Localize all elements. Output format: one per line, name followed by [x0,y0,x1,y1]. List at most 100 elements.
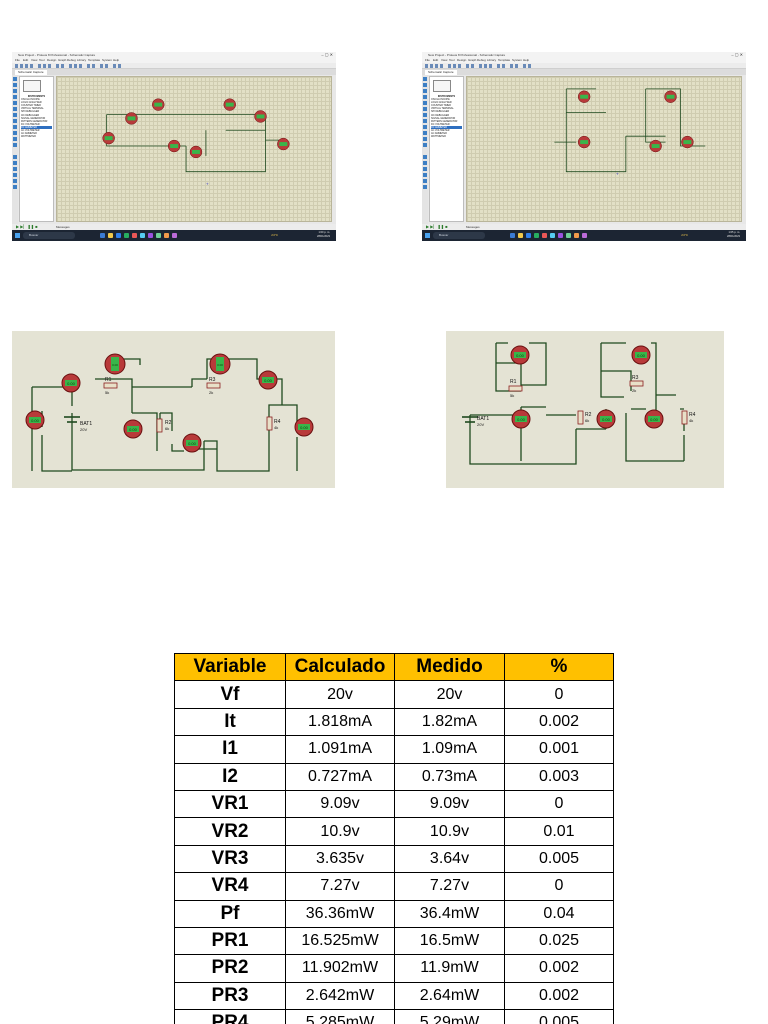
ammeter-icon[interactable]: 0.00 [182,433,202,453]
menu-system[interactable]: System [512,58,523,62]
list-item[interactable]: DC VOLTMETER [431,122,450,126]
list-item[interactable]: WATTMETER [21,135,36,139]
resistor-r1[interactable]: R1 5k [508,379,523,398]
menu-view[interactable]: View [441,58,448,62]
arc-tool-icon[interactable] [13,173,17,177]
box-tool-icon[interactable] [423,161,427,165]
circle-tool-icon[interactable] [13,167,17,171]
cut-icon[interactable] [38,64,41,68]
list-item[interactable]: DC VOLTMETER [21,122,40,126]
taskbar-app-icon[interactable] [582,233,587,238]
circle-tool-icon[interactable] [423,167,427,171]
menu-design[interactable]: Design [47,58,57,62]
list-item[interactable]: COUNTER TIMER [21,104,41,108]
copy-icon[interactable] [453,64,456,68]
taskbar-weather[interactable]: 24°C [271,233,278,237]
probe-tool-icon[interactable] [423,137,427,141]
label-tool-icon[interactable] [423,95,427,99]
menu-template[interactable]: Template [88,58,101,62]
window-controls-icon[interactable]: – ▢ ✕ [731,52,743,57]
menu-view[interactable]: View [31,58,38,62]
taskbar-app-icon[interactable] [172,233,177,238]
list-item[interactable]: WATTMETER [431,135,446,139]
ammeter-icon[interactable]: 0.00 [631,345,651,365]
simulation-controls-icon[interactable]: ▶ ▶▏ ❚❚ ■ [426,224,448,229]
ammeter-icon[interactable]: 0.00 [510,345,530,365]
taskbar-clock[interactable]: 1:05 p. m. 28/01/2023 [727,231,740,239]
ammeter-icon[interactable]: 0.00 [258,370,278,390]
menu-design[interactable]: Design [457,58,467,62]
ammeter-icon[interactable]: 0.00 [511,409,531,429]
ammeter-icon[interactable]: 0.00 [209,353,231,375]
taskbar-app-icon[interactable] [124,233,129,238]
taskbar-weather[interactable]: 24°C [681,233,688,237]
schematic-sheet[interactable]: + [466,76,742,222]
print-icon[interactable] [440,64,443,68]
menu-debug[interactable]: Debug [67,58,76,62]
list-item[interactable]: LOGIC ANALYSER [431,101,452,105]
taskbar-app-icon[interactable] [518,233,523,238]
taskbar-app-icon[interactable] [510,233,515,238]
tab-schematic-capture[interactable]: Schematic Capture [15,70,47,75]
voltmeter-icon[interactable]: 0.00 [294,417,314,437]
taskbar-app-icon[interactable] [534,233,539,238]
window-controls-icon[interactable]: – ▢ ✕ [321,52,333,57]
zoom-fit-icon[interactable] [489,64,492,68]
list-item[interactable]: SPI DEBUGGER [431,110,450,114]
list-item[interactable]: VIRTUAL TERMINAL [431,107,454,111]
taskbar-app-icon[interactable] [566,233,571,238]
junction-tool-icon[interactable] [423,89,427,93]
list-item[interactable]: LOGIC ANALYSER [21,101,42,105]
resistor-r3[interactable]: R3 2k [629,375,644,393]
instrument-tool-icon[interactable] [423,143,427,147]
line-tool-icon[interactable] [13,155,17,159]
ammeter-icon[interactable]: 0.00 [61,373,81,393]
bus-tool-icon[interactable] [13,107,17,111]
path-tool-icon[interactable] [13,179,17,183]
voltmeter-icon[interactable]: 0.00 [123,419,143,439]
bom-icon[interactable] [528,64,531,68]
component-tool-icon[interactable] [423,83,427,87]
probe-tool-icon[interactable] [13,137,17,141]
rotate-icon[interactable] [510,64,513,68]
zoom-in-icon[interactable] [479,64,482,68]
taskbar-app-icon[interactable] [132,233,137,238]
mirror-icon[interactable] [515,64,518,68]
instrument-tool-icon[interactable] [13,143,17,147]
list-item[interactable]: AC VOLTMETER [21,129,40,133]
voltmeter-icon[interactable]: 0.00 [25,410,45,430]
list-item[interactable]: I2C DEBUGGER [431,113,450,117]
menu-library[interactable]: Library [487,58,497,62]
paste-icon[interactable] [458,64,461,68]
resistor-r1[interactable]: R1 5k [103,377,118,395]
bus-icon[interactable] [502,64,505,68]
select-tool-icon[interactable] [13,77,17,81]
text-tool-icon[interactable] [13,101,17,105]
taskbar-clock[interactable]: 1:00 p. m. 28/01/2023 [317,231,330,239]
taskbar-app-icon[interactable] [164,233,169,238]
taskbar-app-icon[interactable] [558,233,563,238]
taskbar-app-icon[interactable] [542,233,547,238]
undo-icon[interactable] [466,64,469,68]
mirror-icon[interactable] [105,64,108,68]
battery-bat1[interactable]: BAT1 20V [462,416,489,427]
taskbar-search[interactable]: Buscar [433,232,485,239]
list-item[interactable]: PATTERN GENERATOR [21,119,48,123]
taskbar-app-icon[interactable] [148,233,153,238]
menu-edit[interactable]: Edit [23,58,29,62]
menu-file[interactable]: File [15,58,20,62]
taskbar-search[interactable]: Buscar [23,232,75,239]
zoom-out-icon[interactable] [484,64,487,68]
path-tool-icon[interactable] [423,179,427,183]
menu-edit[interactable]: Edit [433,58,439,62]
list-item[interactable]: OSCILLOSCOPE [431,98,450,102]
save-icon[interactable] [435,64,438,68]
menu-file[interactable]: File [425,58,430,62]
print-icon[interactable] [30,64,33,68]
list-item-selected[interactable]: DC AMMETER [21,125,52,130]
list-item[interactable]: COUNTER TIMER [431,104,451,108]
zoom-fit-icon[interactable] [79,64,82,68]
open-icon[interactable] [430,64,433,68]
box-tool-icon[interactable] [13,161,17,165]
list-item[interactable]: AC AMMETER [431,132,447,136]
